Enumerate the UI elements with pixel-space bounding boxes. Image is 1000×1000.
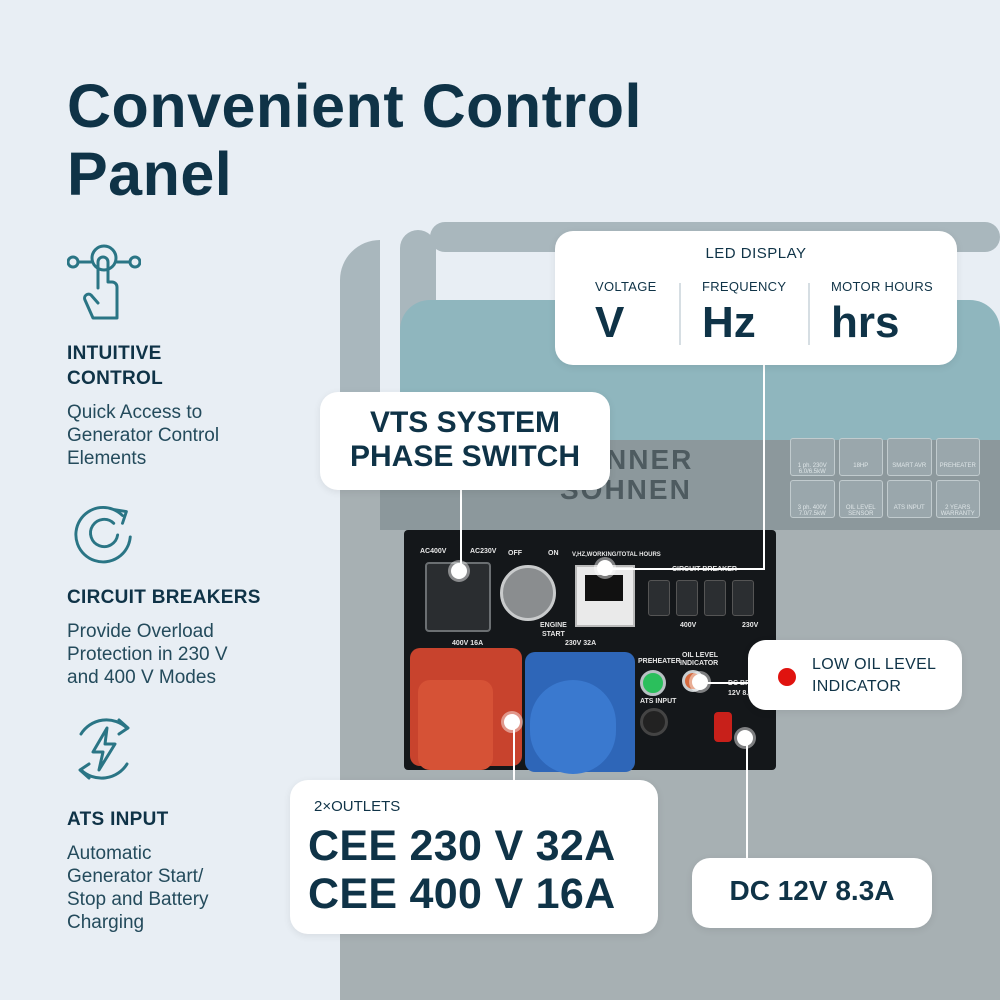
display-label: V,HZ,WORKING/TOTAL HOURS [572,552,661,558]
outlet-count: 2×OUTLETS [314,798,401,815]
outlet-230v: CEE 230 V 32A [308,822,616,870]
badge: ATS INPUT [887,480,932,518]
leader-dc [746,740,748,858]
leader-vts [460,490,462,570]
oil-level-label: OIL LEVEL [682,652,719,659]
oil-level-callout: LOW OIL LEVEL INDICATOR [748,640,962,710]
dc-rating-label: 12V 8.3A [728,690,758,697]
page-title: Convenient Control Panel [67,72,642,208]
outlet-400v: CEE 400 V 16A [308,870,616,918]
oil-indicator-label: INDICATOR [680,660,719,667]
preheater-label: PREHEATER [638,658,681,665]
outlets-callout: 2×OUTLETS CEE 230 V 32A CEE 400 V 16A [290,780,658,934]
badge: PREHEATER [935,438,980,476]
led-display-screen [585,575,623,601]
motor-hours-readout: MOTOR HOURS hrs [831,279,934,347]
red-indicator-icon [778,668,796,686]
engine-label: ENGINE [540,622,567,629]
badge: 18HP [838,438,883,476]
cee-400v-socket-cover [418,680,493,770]
circular-arrow-icon [74,505,132,564]
feature-description: Provide Overload Protection in 230 V and… [67,621,228,688]
engine-start-label: START [542,631,565,638]
divider [679,283,681,345]
breaker-400-label: 400V [680,622,697,629]
phase-right-label: AC230V [470,548,497,555]
leader-oil [706,682,750,684]
frequency-readout: FREQUENCY Hz [702,279,787,347]
led-display-callout: LED DISPLAY VOLTAGE V FREQUENCY Hz MOTOR… [555,231,957,365]
ats-port [640,708,668,736]
feature-description: Automatic Generator Start/ Stop and Batt… [67,843,209,933]
preheater-button [640,670,666,696]
phase-left-label: AC400V [420,548,447,555]
feature-ats-input: ATS INPUT Automatic Generator Start/ Sto… [67,712,307,934]
cee-230v-socket-cover [530,680,616,774]
marker-dc [737,730,753,746]
marker-outlets [504,714,520,730]
badge: 1 ph. 230V 6.0/6.5kW [790,438,835,476]
leader-led [763,365,765,570]
leader-led-h [606,568,764,570]
badge: 2 YEARS WARRANTY [935,480,980,518]
badge: 3 ph. 400V 7.0/7.5kW [790,480,835,518]
breaker-230-label: 230V [742,622,759,629]
feature-badges: 1 ph. 230V 6.0/6.5kW 18HP SMART AVR PREH… [790,438,980,518]
feature-intuitive-control: INTUITIVE CONTROL Quick Access to Genera… [66,240,307,470]
circuit-breakers [648,580,766,620]
feature-circuit-breakers: CIRCUIT BREAKERS Provide Overload Protec… [67,498,307,689]
leader-outlets-red [513,722,515,780]
dc-terminal [714,712,732,742]
dc-callout: DC 12V 8.3A [692,858,932,928]
led-display-title: LED DISPLAY [705,245,807,262]
engine-key-switch [500,565,556,621]
marker-oil-indicator [692,674,708,690]
feature-description: Quick Access to Generator Control Elemen… [67,402,220,469]
divider [808,283,810,345]
socket-230-label: 230V 32A [565,640,597,647]
voltage-readout: VOLTAGE V [595,279,657,347]
touch-control-icon [66,244,142,320]
marker-led-display [597,560,613,576]
badge: OIL LEVEL SENSOR [838,480,883,518]
engine-on-label: ON [548,550,559,557]
lightning-cycle-icon [78,718,130,780]
ats-label: ATS INPUT [640,698,677,705]
vts-callout: VTS SYSTEM PHASE SWITCH [320,392,610,490]
badge: SMART AVR [887,438,932,476]
socket-400-label: 400V 16A [452,640,484,647]
engine-off-label: OFF [508,550,522,557]
marker-phase-switch [451,563,467,579]
